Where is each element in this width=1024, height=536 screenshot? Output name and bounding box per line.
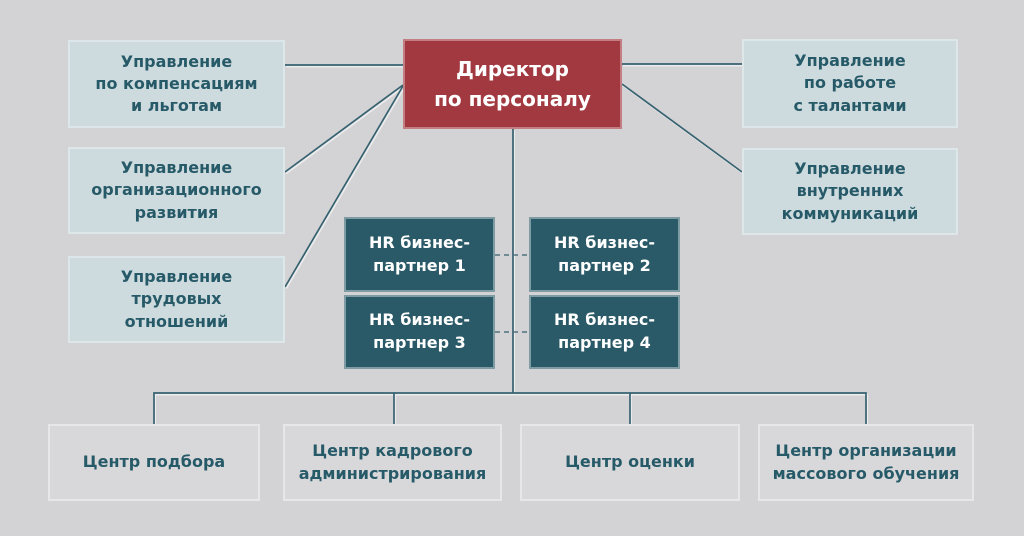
node-center-recruitment: Центр подбора — [48, 424, 260, 501]
node-hr-business-partner-2: HR бизнес- партнер 2 — [529, 217, 680, 292]
node-division-compensation-benefits: Управление по компенсациям и льготам — [68, 40, 285, 128]
link-centers-comb — [153, 392, 867, 424]
node-hr-business-partner-4: HR бизнес- партнер 4 — [529, 295, 680, 369]
link-director-org-development — [284, 84, 404, 173]
node-division-internal-communications: Управление внутренних коммуникаций — [742, 148, 958, 235]
node-hr-business-partner-1: HR бизнес- партнер 1 — [344, 217, 495, 292]
link-director-communications — [621, 83, 743, 173]
node-hr-business-partner-3: HR бизнес- партнер 3 — [344, 295, 495, 369]
node-center-assessment: Центр оценки — [520, 424, 740, 501]
node-center-hr-administration: Центр кадрового администрирования — [283, 424, 502, 501]
node-division-labor-relations: Управление трудовых отношений — [68, 256, 285, 343]
link-director-labor-relations — [284, 85, 404, 288]
node-division-org-development: Управление организационного развития — [68, 147, 285, 234]
node-division-talent-management: Управление по работе с талантами — [742, 39, 958, 128]
node-hr-director: Директор по персоналу — [403, 39, 622, 129]
node-center-mass-training: Центр организации массового обучения — [758, 424, 974, 501]
